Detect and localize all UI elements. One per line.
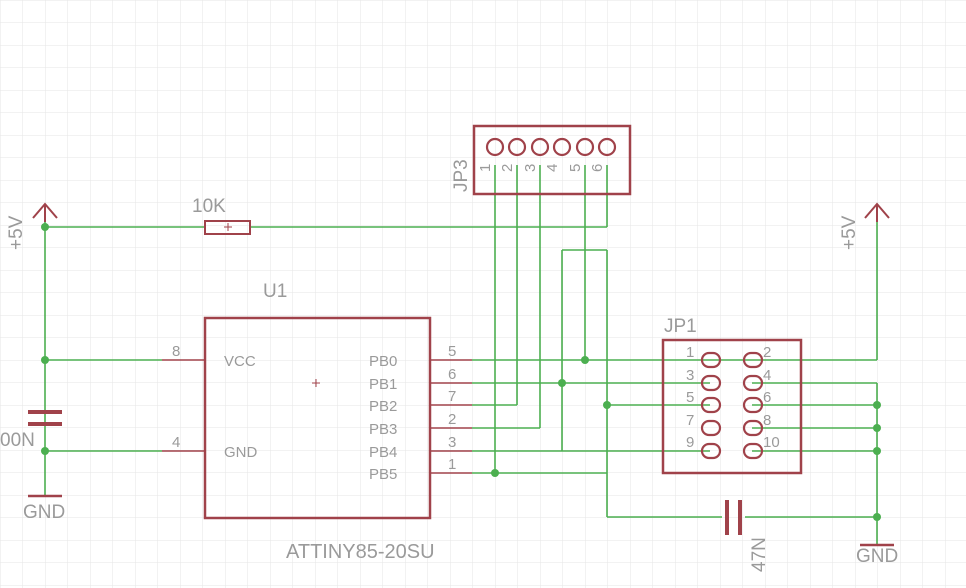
vcc-symbol-left: +5V: [6, 202, 58, 250]
junctions: [41, 223, 881, 521]
resistor-value: 10K: [192, 196, 226, 217]
jp3-pin-6: 6: [589, 164, 606, 172]
gnd-label-right: GND: [856, 546, 898, 567]
u1-pin-label-pb5: PB5: [369, 466, 397, 483]
jp1-pin-5: 5: [686, 389, 694, 406]
capacitor-right: 47N: [725, 500, 770, 572]
u1-pin-num-pb0: 5: [448, 343, 456, 360]
u1-pin-label-pb2: PB2: [369, 398, 397, 415]
u1-pin-label-vcc: VCC: [224, 353, 256, 370]
u1-pin-num-gnd: 4: [172, 434, 180, 451]
u1-name: U1: [263, 281, 287, 302]
jp1-pin-4: 4: [763, 367, 771, 384]
jp3-header: 1 2 3 4 5 6 JP3: [451, 124, 632, 196]
u1-pin-num-pb2: 7: [448, 388, 456, 405]
jp3-pin-1: 1: [477, 164, 494, 172]
resistor-r1: 10K: [192, 196, 251, 235]
gnd-symbol-right: GND: [856, 543, 898, 567]
jp1-pin-2: 2: [763, 344, 771, 361]
jp1-header: JP1 1 2 3 4 5 6 7 8 9 10: [661, 316, 803, 475]
jp3-name: JP3: [451, 159, 472, 192]
jp3-pin-5: 5: [567, 164, 584, 172]
vcc-symbol-right: +5V: [839, 202, 890, 250]
jp1-pin-6: 6: [763, 389, 771, 406]
jp1-name: JP1: [664, 316, 697, 337]
jp1-pin-3: 3: [686, 367, 694, 384]
u1-pin-num-pb1: 6: [448, 366, 456, 383]
jp3-pin-4: 4: [544, 164, 561, 172]
jp1-pin-7: 7: [686, 412, 694, 429]
u1-part: ATTINY85-20SU: [286, 541, 435, 563]
jp1-pin-8: 8: [763, 412, 771, 429]
gnd-symbol-left: GND: [23, 494, 65, 523]
jp1-pin-10: 10: [763, 434, 780, 451]
u1-pin-num-pb3: 2: [448, 411, 456, 428]
u1-pin-label-pb4: PB4: [369, 444, 397, 461]
u1-pin-label-gnd: GND: [224, 444, 258, 461]
u1-pin-label-pb0: PB0: [369, 353, 397, 370]
u1-pin-num-pb4: 3: [448, 434, 456, 451]
u1-chip: U1 ATTINY85-20SU 8 VCC 4 GND 5 PB0 6 PB1…: [162, 281, 472, 563]
capacitor-left: 00N: [0, 410, 62, 451]
jp3-pin-2: 2: [499, 164, 516, 172]
u1-pin-num-vcc: 8: [172, 343, 180, 360]
jp1-pin-9: 9: [686, 434, 694, 451]
u1-pin-label-pb1: PB1: [369, 376, 397, 393]
u1-pin-label-pb3: PB3: [369, 421, 397, 438]
vcc-label-left: +5V: [6, 215, 27, 250]
gnd-label-left: GND: [23, 502, 65, 523]
jp3-pin-3: 3: [522, 164, 539, 172]
capacitor-left-value: 00N: [0, 430, 35, 451]
vcc-label-right: +5V: [839, 215, 860, 250]
u1-pin-num-pb5: 1: [448, 456, 456, 473]
capacitor-right-value: 47N: [749, 537, 770, 572]
jp1-pin-1: 1: [686, 344, 694, 361]
